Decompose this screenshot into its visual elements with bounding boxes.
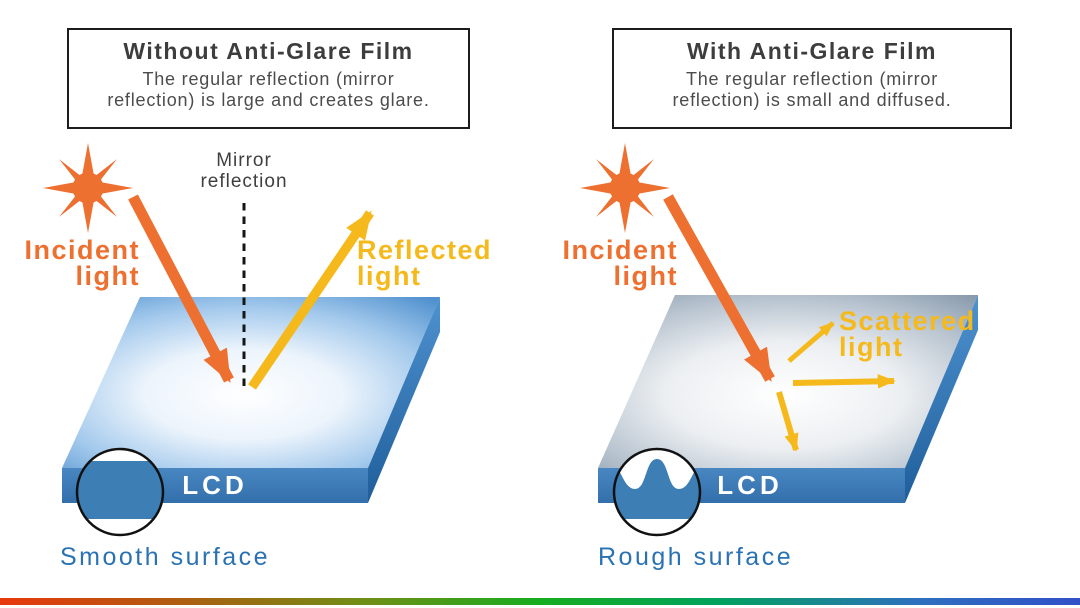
- incident-light-label: Incident light: [562, 235, 678, 291]
- scattered-light-label: Scattered light: [839, 306, 976, 362]
- box-body-line: The regular reflection (mirror: [142, 69, 395, 89]
- mirror-reflection-label: Mirror reflection: [200, 150, 288, 192]
- incident-ray-arrow: [663, 194, 775, 382]
- rough-surface-magnifier: [612, 447, 702, 537]
- magnifier-circle-icon: [75, 447, 165, 537]
- box-title: With Anti-Glare Film: [687, 38, 937, 64]
- smooth-surface-zoom: [77, 461, 163, 519]
- reflected-ray-arrow: [248, 210, 374, 390]
- sun-icon: [580, 143, 670, 233]
- magnifier-circle-icon: [612, 447, 702, 537]
- box-body-line: The regular reflection (mirror: [685, 69, 939, 89]
- lcd-label: LCD: [182, 470, 248, 500]
- incident-ray-arrow: [128, 194, 234, 383]
- lcd-side-face-left-panel: [368, 297, 440, 503]
- rough-surface-zoom: [614, 459, 700, 519]
- header-box-with-film: With Anti-Glare Film The regular reflect…: [612, 28, 1012, 129]
- box-body-line: reflection) is large and creates glare.: [107, 90, 430, 110]
- box-title: Without Anti-Glare Film: [123, 38, 414, 64]
- smooth-surface-magnifier: [75, 447, 165, 537]
- incident-light-label: Incident light: [24, 235, 140, 291]
- color-gradient-bar: [0, 598, 1080, 605]
- box-body-line: reflection) is small and diffused.: [672, 90, 952, 110]
- scattered-ray-arrow-up: [787, 321, 835, 363]
- rough-surface-label: Rough surface: [598, 543, 794, 571]
- lcd-top-face-antiglare: [598, 295, 978, 468]
- scattered-ray-arrow-mid: [792, 374, 896, 389]
- header-box-without-film: Without Anti-Glare Film The regular refl…: [67, 28, 470, 129]
- reflected-light-label: Reflected light: [357, 235, 493, 291]
- lcd-label: LCD: [717, 470, 783, 500]
- smooth-surface-label: Smooth surface: [60, 543, 271, 571]
- scattered-ray-arrow-down: [776, 391, 799, 452]
- sun-icon: [43, 143, 133, 233]
- lcd-side-face-right-panel: [905, 295, 978, 503]
